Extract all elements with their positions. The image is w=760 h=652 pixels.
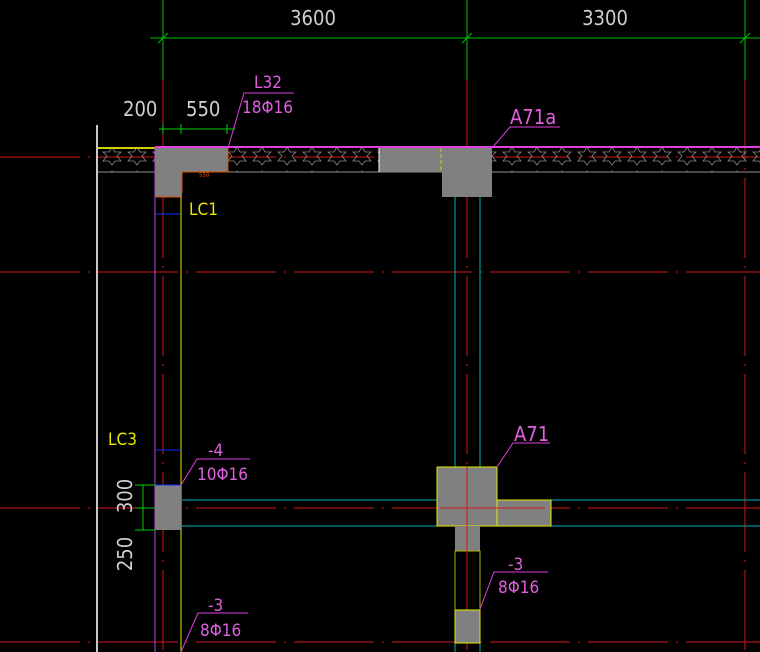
label-l32: L32 [254,73,282,93]
dimension-span-1: 3600 [290,6,336,30]
label-l32-rebar: 18Φ16 [242,98,293,118]
wall-segment [379,148,442,172]
label-a71-level: -3 [508,555,523,575]
dimension-300: 300 [113,479,137,513]
label-lc3: LC3 [108,430,137,450]
label-a71: A71 [514,422,549,446]
small-dimension: 550 [199,172,210,179]
top-dimension: 3600 3300 [150,0,760,80]
beam-outlines [182,197,760,652]
label-lc3-top-rebar: 10Φ16 [197,465,248,485]
column-lc3[interactable] [155,485,181,530]
label-a71-rebar: 8Φ16 [498,578,539,598]
dimension-span-2: 3300 [582,6,628,30]
column-a71a[interactable] [442,148,492,197]
dimension-200: 200 [123,97,157,121]
label-lc3-top-level: -4 [208,441,223,461]
column-a71[interactable] [436,466,552,644]
label-a71a: A71a [510,105,556,129]
label-lc3-bottom-rebar: 8Φ16 [200,621,241,641]
column-lc1[interactable]: 550 [155,148,229,215]
label-lc1: LC1 [189,200,218,220]
dimension-550: 550 [186,97,220,121]
dimension-250: 250 [113,537,137,571]
label-lc3-bottom-level: -3 [208,596,223,616]
leader-lines [180,92,560,652]
left-dimension [135,124,235,531]
